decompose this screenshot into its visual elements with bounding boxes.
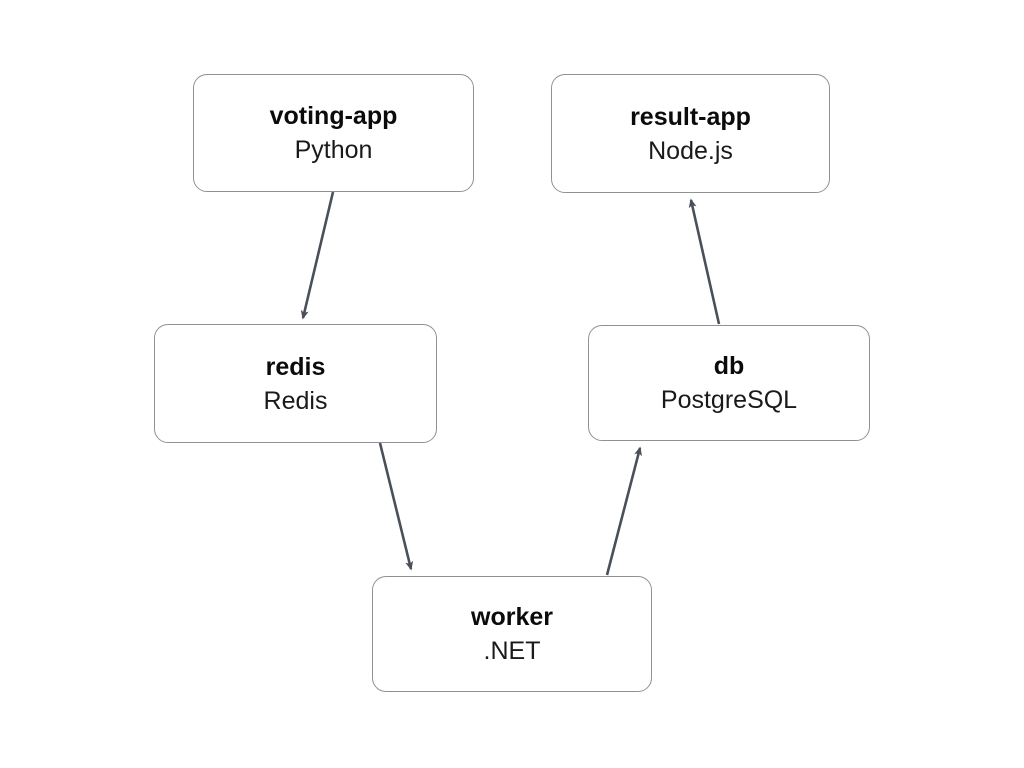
node-voting-app: voting-app Python — [193, 74, 474, 192]
node-voting-app-title: voting-app — [269, 102, 398, 130]
node-db-title: db — [713, 352, 745, 380]
arrow-worker-to-db — [605, 446, 642, 576]
node-voting-app-subtitle: Python — [294, 136, 373, 164]
node-result-app: result-app Node.js — [551, 74, 830, 193]
node-redis: redis Redis — [154, 324, 437, 443]
arrow-db-to-result-app — [688, 198, 721, 325]
node-worker: worker .NET — [372, 576, 652, 692]
node-worker-subtitle: .NET — [483, 637, 541, 665]
arrow-voting-app-to-redis — [300, 191, 335, 320]
node-db-subtitle: PostgreSQL — [660, 386, 798, 414]
arrow-redis-to-worker — [378, 442, 414, 571]
node-redis-subtitle: Redis — [263, 386, 328, 415]
node-result-app-subtitle: Node.js — [648, 136, 733, 165]
node-worker-title: worker — [471, 603, 553, 631]
node-db: db PostgreSQL — [588, 325, 870, 441]
node-redis-title: redis — [265, 352, 326, 381]
node-result-app-title: result-app — [630, 102, 751, 131]
